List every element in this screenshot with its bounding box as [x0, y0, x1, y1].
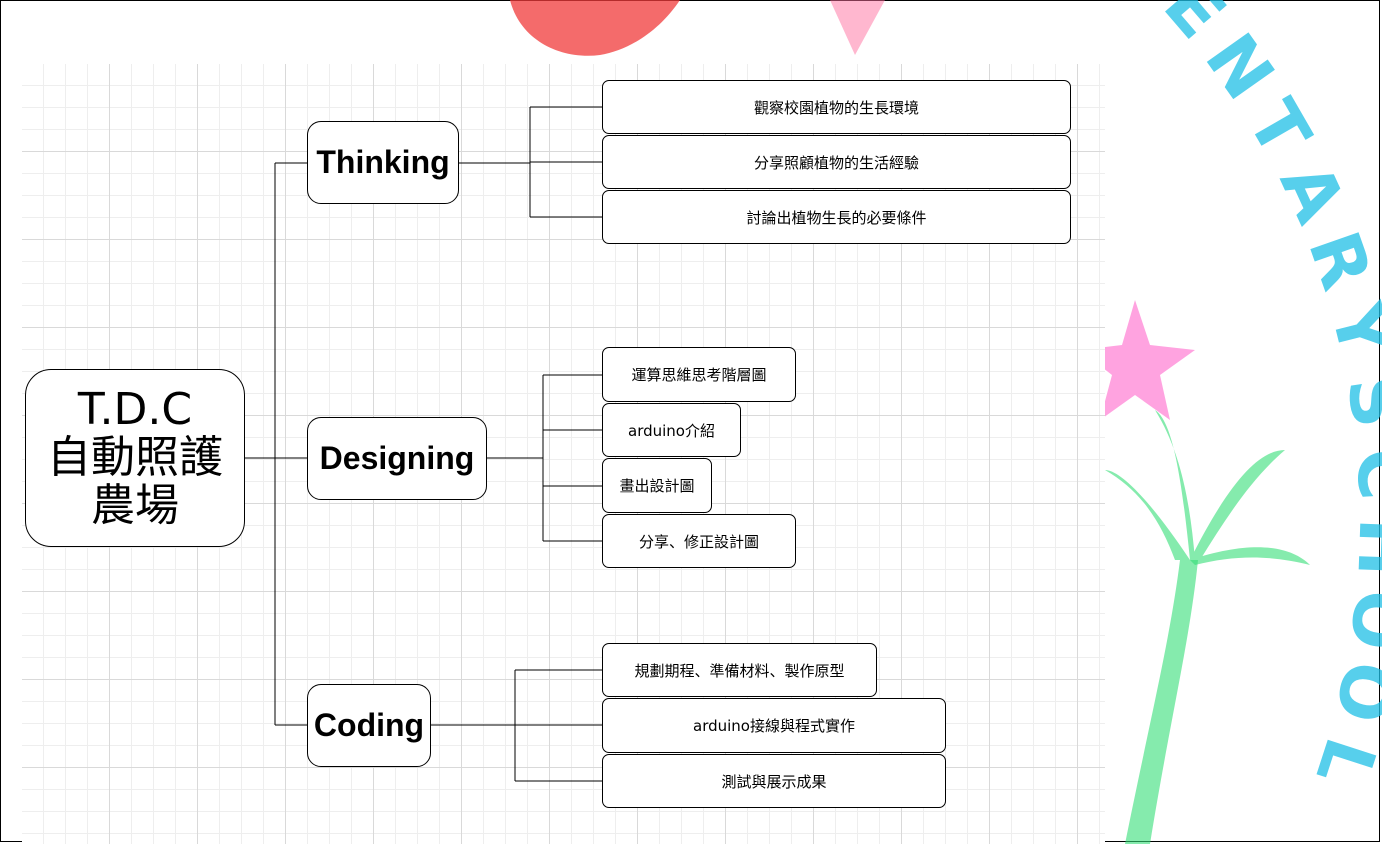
leaf-node[interactable]: 討論出植物生長的必要條件 — [602, 190, 1071, 244]
watermark-letter: O — [1333, 585, 1382, 654]
leaf-node[interactable]: arduino介紹 — [602, 403, 741, 457]
root-node[interactable]: T.D.C 自動照護 農場 — [25, 369, 245, 547]
palm-leaves-watermark — [1105, 410, 1310, 565]
leaf-node[interactable]: 畫出設計圖 — [602, 458, 712, 513]
leaf-node[interactable]: 分享、修正設計圖 — [602, 514, 796, 568]
leaf-node[interactable]: 運算思維思考階層圖 — [602, 347, 796, 402]
root-title-line2: 自動照護 — [47, 432, 223, 483]
leaf-node[interactable]: 測試與展示成果 — [602, 754, 946, 808]
root-title-line1: T.D.C — [77, 384, 193, 435]
root-title-line3: 農場 — [91, 480, 179, 531]
watermark-letter: M — [1091, 0, 1198, 10]
branch-node-thinking[interactable]: Thinking — [307, 121, 459, 204]
branch-node-coding[interactable]: Coding — [307, 684, 431, 767]
palm-trunk-watermark — [1125, 560, 1198, 844]
leaf-node[interactable]: arduino接線與程式實作 — [602, 698, 946, 753]
heart-watermark — [510, 0, 680, 56]
petal-watermark — [830, 0, 885, 55]
leaf-node[interactable]: 觀察校園植物的生長環境 — [602, 80, 1071, 134]
leaf-node[interactable]: 規劃期程、準備材料、製作原型 — [602, 643, 877, 697]
watermark-letter: C — [1340, 446, 1382, 502]
branch-node-designing[interactable]: Designing — [307, 417, 487, 500]
star-watermark — [1080, 300, 1195, 420]
leaf-node[interactable]: 分享照顧植物的生活經驗 — [602, 135, 1071, 189]
watermark-letter: S — [1331, 371, 1382, 433]
watermark-letter: H — [1341, 517, 1382, 578]
